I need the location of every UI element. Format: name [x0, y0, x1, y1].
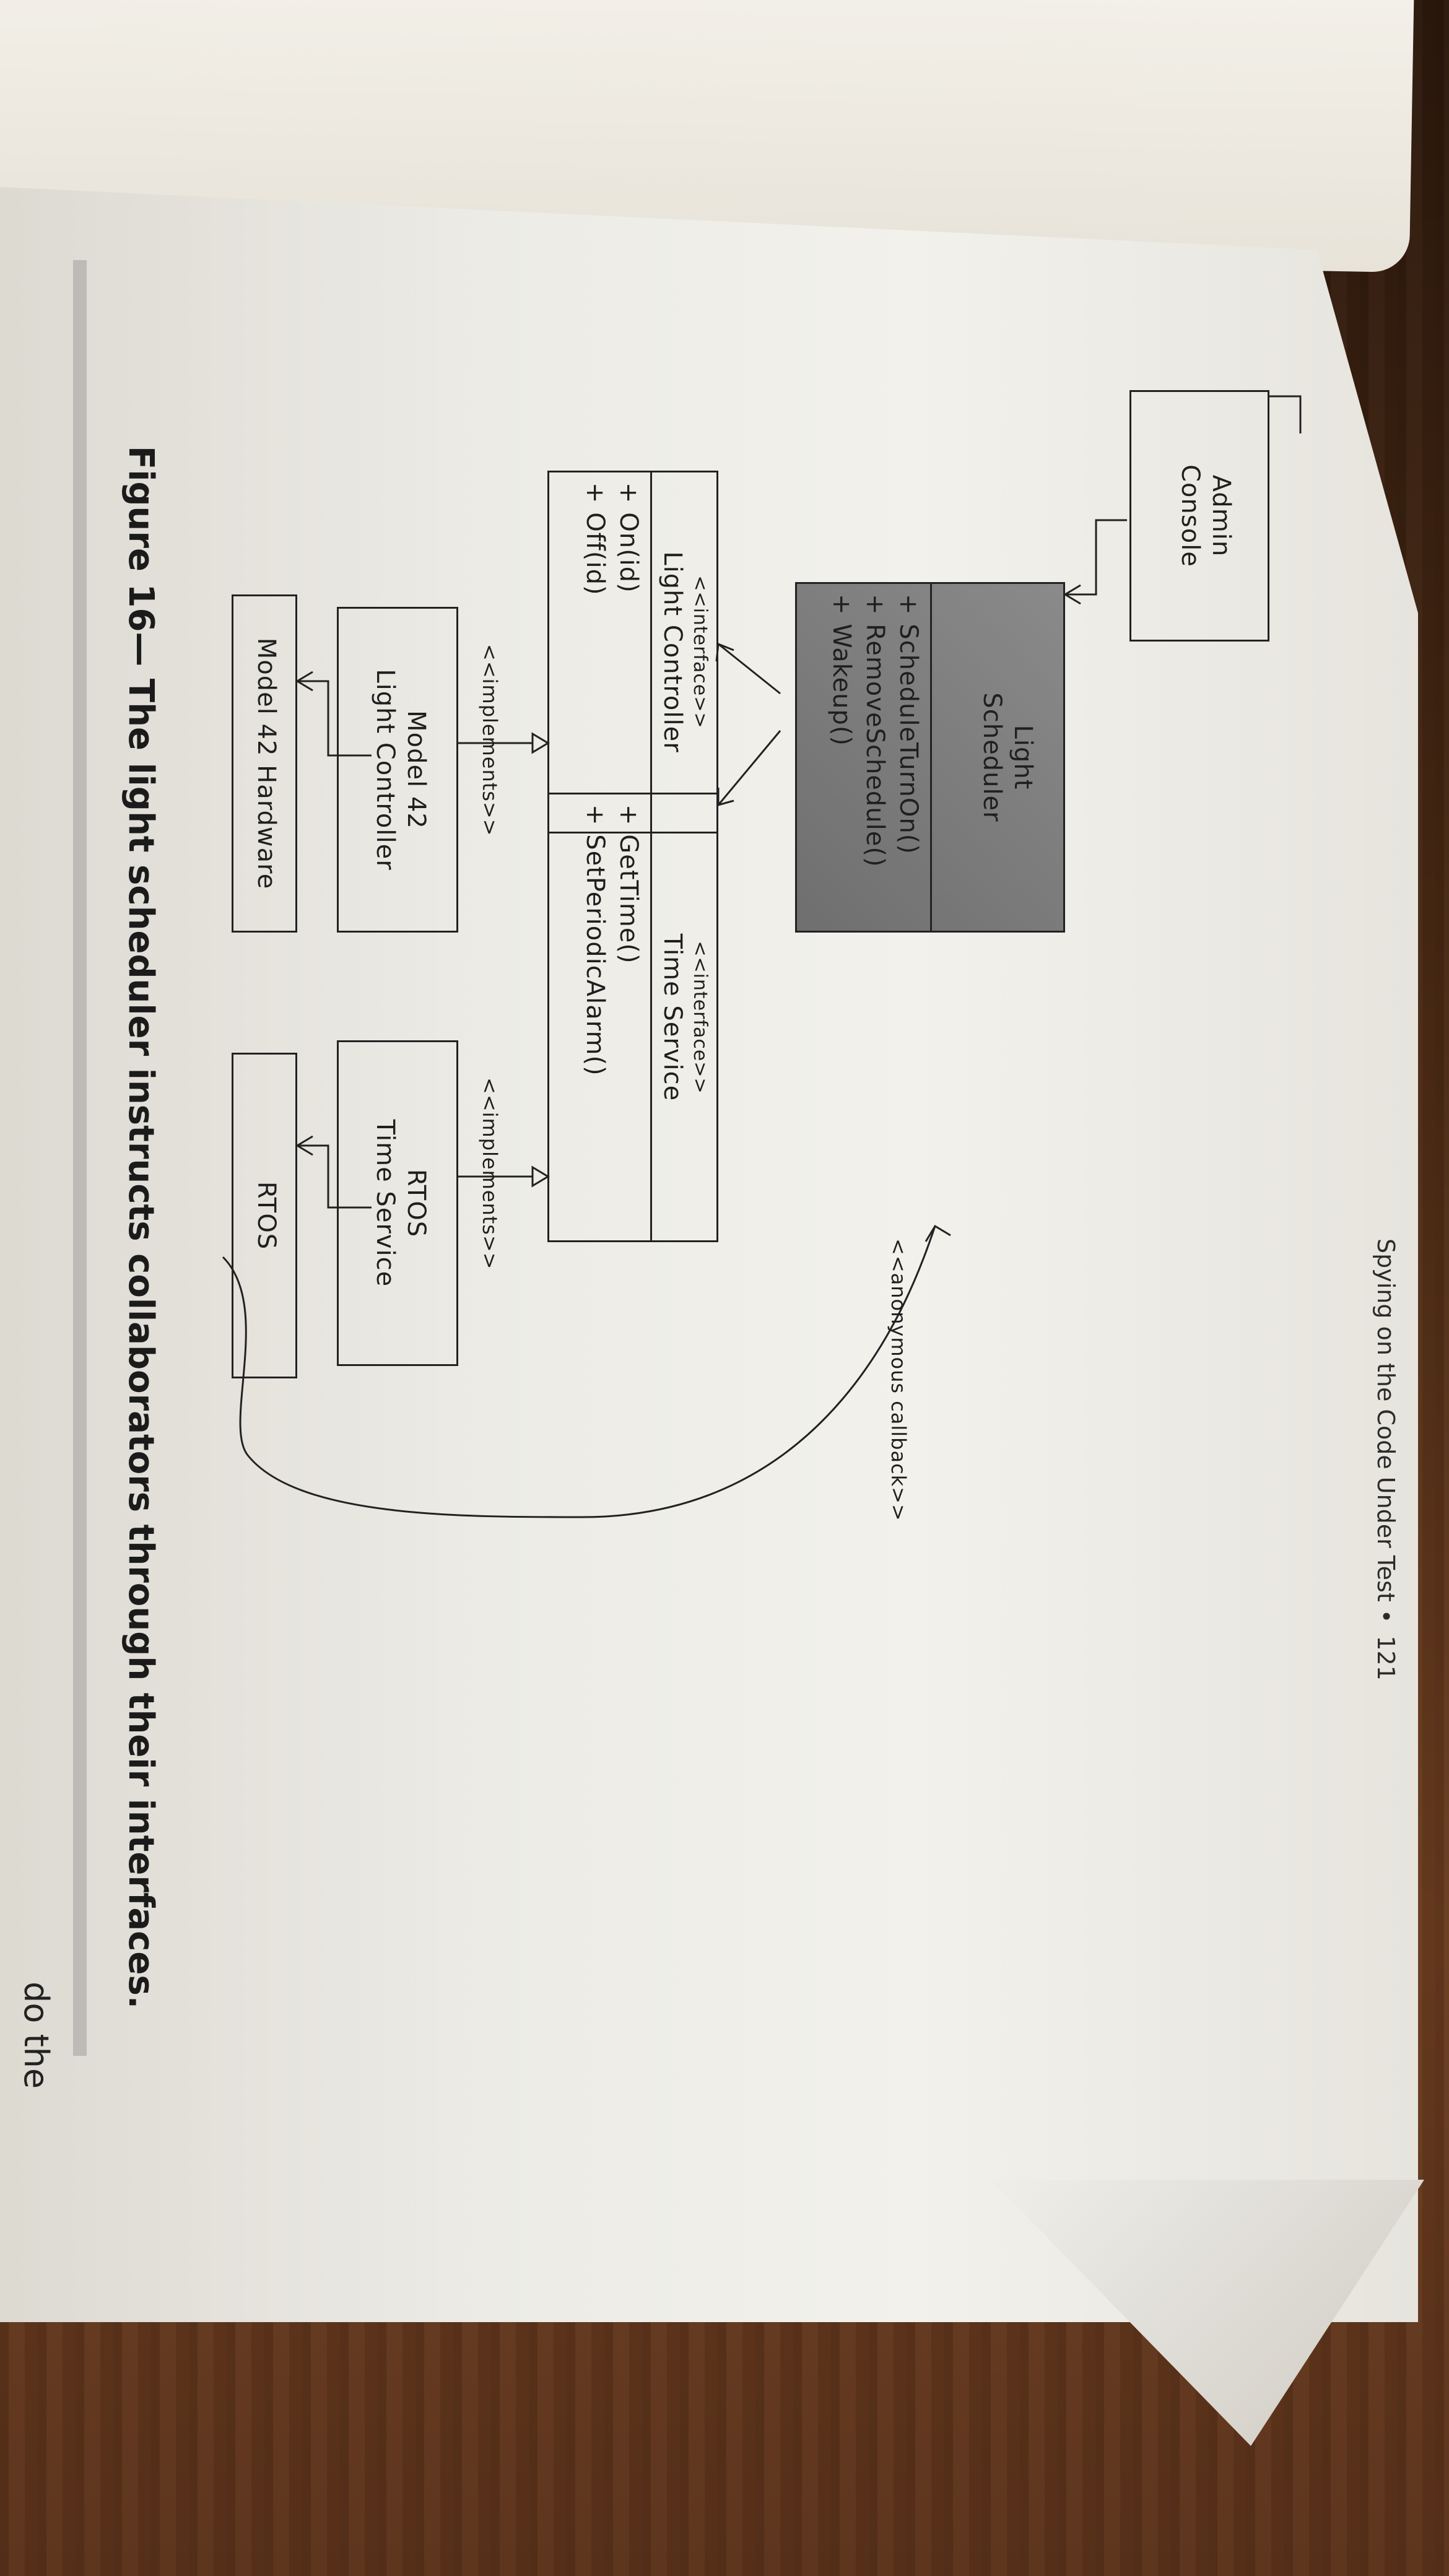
rtos-time-service-box: RTOS Time Service: [337, 1040, 458, 1366]
admin-console-line1: Admin: [1207, 474, 1235, 557]
assoc-timeservice-to-rtos: [297, 1144, 372, 1209]
model42-hardware-label: Model 42 Hardware: [252, 637, 281, 890]
rtos-time-service-line1: RTOS: [402, 1168, 430, 1238]
light-scheduler-line1: Light: [1009, 724, 1037, 790]
arrowhead-lightcontroller: [715, 642, 734, 662]
time-service-name: Time Service: [658, 933, 687, 1102]
model42-controller-line1: Model 42: [402, 710, 430, 829]
light-scheduler-ops: + ScheduleTurnOn() + RemoveSchedule() + …: [820, 584, 932, 931]
assoc-controller-to-hardware: [297, 680, 372, 757]
arrowhead-callback: [925, 1224, 951, 1242]
implements-label-left: <<implements>>: [478, 644, 502, 837]
time-service-op-1: + SetPeriodicAlarm(): [581, 804, 609, 1076]
admin-console-line2: Console: [1176, 464, 1204, 567]
scheduler-op-1: + RemoveSchedule(): [861, 594, 889, 868]
assoc-admin-to-scheduler: [1065, 519, 1127, 596]
arrowhead-scheduler: [1063, 584, 1081, 605]
time-service-op-0: + GetTime(): [614, 804, 643, 964]
time-service-stereotype: <<interface>>: [689, 941, 711, 1094]
rotated-page-content: Spying on the Code Under Test • 121: [17, 248, 1449, 2105]
admin-console-tab: [1269, 395, 1302, 433]
implements-label-right: <<implements>>: [478, 1077, 502, 1270]
model42-controller-box: Model 42 Light Controller: [337, 607, 458, 933]
rtos-label: RTOS: [252, 1181, 281, 1250]
model42-controller-line2: Light Controller: [371, 669, 399, 871]
implements-left-triangle: [531, 732, 550, 754]
callback-label: <<anonymous callback>>: [887, 1238, 910, 1521]
arrowhead-rtos: [295, 1135, 313, 1156]
time-service-interface-box: <<interface>> Time Service + GetTime() +…: [547, 793, 718, 1242]
light-controller-name: Light Controller: [658, 551, 687, 753]
arrowhead-hardware: [295, 671, 313, 692]
light-controller-stereotype: <<interface>>: [689, 575, 711, 729]
admin-console-box: Admin Console: [1129, 390, 1269, 642]
scheduler-op-0: + ScheduleTurnOn(): [894, 594, 923, 855]
dep-scheduler-to-timeservice: [717, 730, 781, 806]
light-scheduler-line2: Scheduler: [978, 692, 1006, 822]
rtos-box: RTOS: [232, 1053, 297, 1378]
light-controller-interface-box: <<interface>> Light Controller + On(id) …: [547, 471, 718, 833]
diagram-connectors: [222, 395, 1302, 1518]
body-text-fragment: do the: [17, 1982, 56, 2089]
rtos-time-service-line2: Time Service: [371, 1119, 399, 1287]
callback-curve: [222, 1225, 936, 1518]
model42-hardware-box: Model 42 Hardware: [232, 594, 297, 933]
figure-caption: Figure 16— The light scheduler instructs…: [121, 446, 161, 2009]
light-scheduler-box: Light Scheduler + ScheduleTurnOn() + Rem…: [795, 582, 1065, 933]
implements-right-triangle: [531, 1165, 550, 1188]
book-page: [0, 186, 1418, 2322]
light-controller-op-0: + On(id): [614, 482, 643, 593]
dep-scheduler-to-lightcontroller: [718, 643, 781, 695]
light-controller-op-1: + Off(id): [581, 482, 609, 596]
scheduler-op-2: + Wakeup(): [827, 594, 856, 747]
caption-rule: [73, 260, 87, 2056]
arrowhead-timeservice: [717, 788, 734, 806]
